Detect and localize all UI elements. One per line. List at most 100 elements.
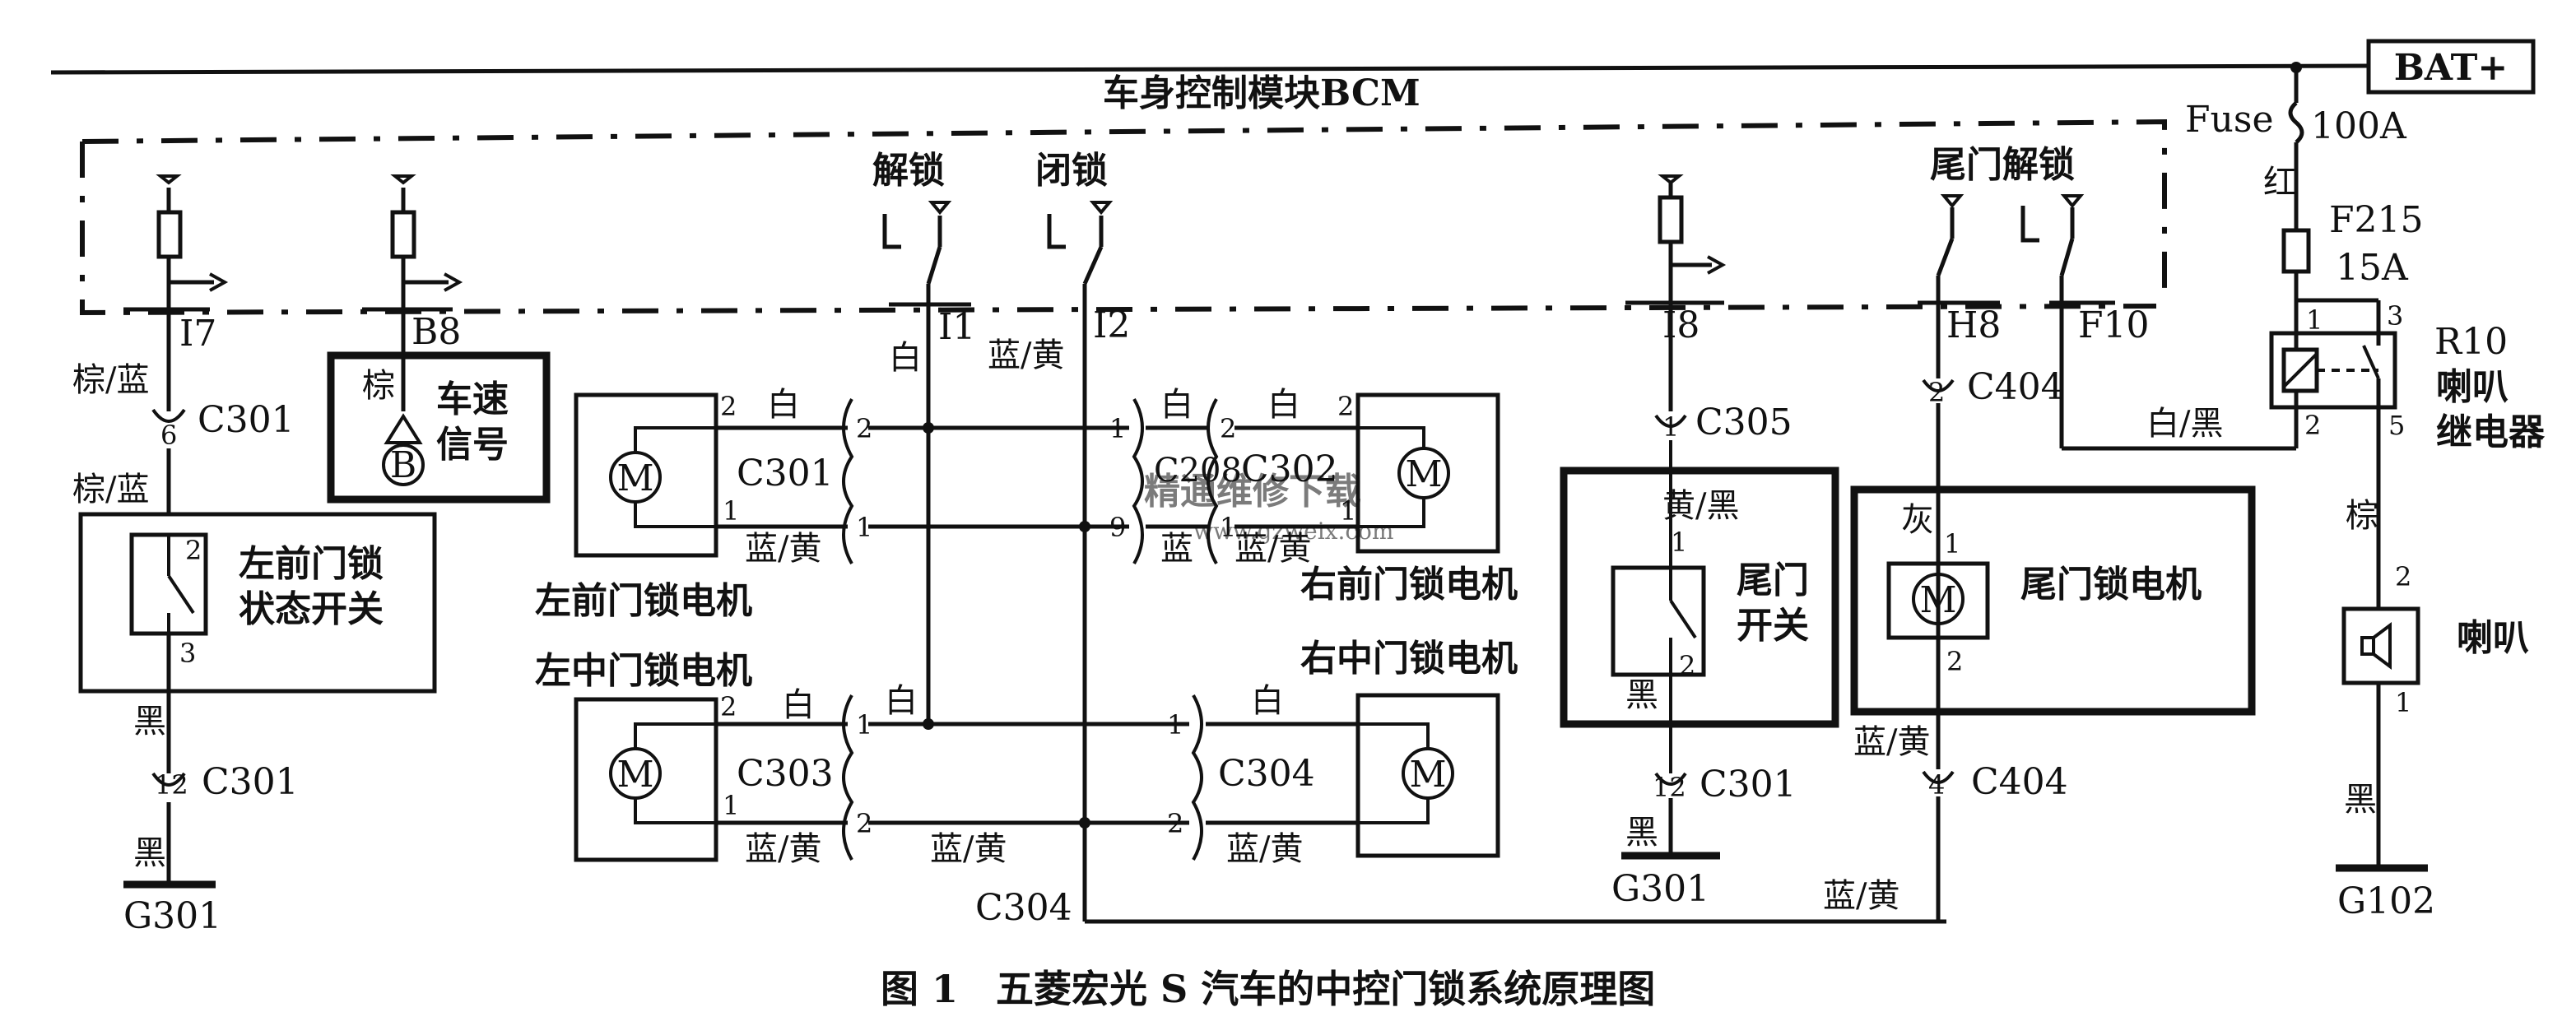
horn-pin-1: 1 xyxy=(2395,687,2411,718)
pin-i8: I8 xyxy=(1662,304,1700,346)
lf-motor-pin-1: 1 xyxy=(723,495,739,527)
watermark-url: www.gzweix.com xyxy=(1193,518,1393,545)
switch-pin-2: 2 xyxy=(185,535,202,566)
horn-relay-label-1: 喇叭 xyxy=(2436,366,2509,408)
lf-motor-pin-2: 2 xyxy=(720,391,737,422)
wire-color-blue-yellow-lf: 蓝/黄 xyxy=(745,530,821,568)
wire-color-black-2: 黑 xyxy=(133,834,166,872)
c208-pin-9: 9 xyxy=(1109,512,1126,543)
wire-color-white-black: 白/黑 xyxy=(2146,405,2223,443)
connector-c304: C304 xyxy=(1218,753,1315,795)
wire-color-brown-blue-2: 棕/蓝 xyxy=(72,471,149,508)
unlock-ground-hook xyxy=(882,214,901,249)
ground-g301-left: G301 xyxy=(123,895,221,937)
lm-motor-pin-2: 2 xyxy=(720,691,737,722)
speed-signal-box xyxy=(327,351,551,504)
pin-6: 6 xyxy=(160,420,177,451)
c301-tailgate-connector-symbol xyxy=(1654,772,1687,786)
i7-resistor xyxy=(156,210,183,259)
wire-color-brown: 棕 xyxy=(362,367,395,405)
tailgate-motor-label: 尾门锁电机 xyxy=(2020,564,2202,606)
speed-signal-b-symbol: B xyxy=(390,444,416,486)
wire-color-blue-yellow-tm: 蓝/黄 xyxy=(1853,723,1930,761)
left-front-switch-label-1: 左前门锁 xyxy=(239,543,384,585)
wire-color-white-rf: 白 xyxy=(1267,386,1300,424)
horn-relay-coil-slash xyxy=(2282,352,2318,388)
horn-pin-2: 2 xyxy=(2395,561,2411,592)
b8-resistor xyxy=(390,210,416,259)
fuse-sub-label: F215 xyxy=(2329,199,2424,241)
pin-h8: H8 xyxy=(1946,304,2001,346)
c208-connector-left xyxy=(1132,398,1144,564)
left-middle-motor-leads xyxy=(634,722,716,824)
h8-switch-blade xyxy=(1936,238,1955,276)
junction-i2-lm xyxy=(1079,817,1090,829)
horn-relay-contact xyxy=(2362,345,2380,379)
bcm-boundary xyxy=(80,118,2167,316)
wire-color-blue-yellow-rf: 蓝/黄 xyxy=(1235,530,1311,568)
wire-color-white-lf: 白 xyxy=(767,386,800,424)
wire-color-blue-yellow-rm: 蓝/黄 xyxy=(1226,830,1303,868)
wire-color-gray: 灰 xyxy=(1901,501,1934,539)
horn-label: 喇叭 xyxy=(2457,617,2529,659)
left-front-switch-box xyxy=(78,512,437,694)
lock-supply-arrow xyxy=(1089,201,1114,216)
c301-connector-symbol-b xyxy=(151,772,186,787)
tailgate-switch-box xyxy=(1560,467,1839,728)
right-front-motor-symbol: M xyxy=(1405,453,1442,495)
c301-lf-connector-symbol xyxy=(842,398,854,564)
connector-c301-c: C301 xyxy=(1700,764,1797,805)
rf-motor-pin-2: 2 xyxy=(1337,391,1354,422)
wire-color-black-5: 黑 xyxy=(2344,781,2377,819)
lock-switch-blade xyxy=(1082,245,1104,286)
c404-connector-symbol-b xyxy=(1922,770,1955,784)
relay-pin-2: 2 xyxy=(2304,410,2321,441)
c404-connector-symbol-a xyxy=(1922,378,1955,392)
left-middle-motor-box xyxy=(574,697,718,862)
left-front-motor-label: 左前门锁电机 xyxy=(535,580,752,622)
lock-ground-hook xyxy=(1047,214,1066,249)
bcm-tailgate-unlock-label: 尾门解锁 xyxy=(1930,144,2075,186)
h8-supply-arrow xyxy=(1940,194,1965,209)
f10-ground-hook xyxy=(2020,206,2039,243)
fuse-f215-icon xyxy=(2281,228,2311,274)
left-front-motor-leads xyxy=(634,426,716,528)
c303-connector-symbol xyxy=(842,694,854,861)
wire-color-blue-c208: 蓝 xyxy=(1160,530,1193,568)
pin-f10: F10 xyxy=(2078,304,2150,346)
connector-c404-b: C404 xyxy=(1971,761,2068,803)
b8-sense-arrow xyxy=(444,272,463,292)
fuse-main-rating: 100A xyxy=(2311,105,2407,147)
horn-relay-box xyxy=(2269,331,2397,410)
c302-pin-1: 1 xyxy=(1220,512,1236,543)
left-front-switch-label-2: 状态开关 xyxy=(239,588,384,630)
c301-lf-pin-1: 1 xyxy=(856,512,872,543)
connector-c304-bottom: C304 xyxy=(975,887,1072,929)
c404-pin-2: 2 xyxy=(1928,377,1945,408)
connector-c303: C303 xyxy=(737,753,834,795)
c303-pin-2: 2 xyxy=(856,808,872,839)
relay-pin-3: 3 xyxy=(2387,300,2403,332)
c301-connector-symbol xyxy=(151,408,186,423)
c301-lf-pin-2: 2 xyxy=(856,413,872,444)
right-front-motor-label: 右前门锁电机 xyxy=(1300,564,1518,606)
c305-pin-1: 1 xyxy=(1662,411,1679,443)
i8-supply-arrow xyxy=(1658,174,1684,185)
right-middle-motor-box xyxy=(1355,693,1500,858)
connector-c404-a: C404 xyxy=(1967,366,2064,408)
junction-i1-lm xyxy=(923,718,934,730)
c208-pin-1: 1 xyxy=(1109,413,1126,444)
bcm-lock-label: 闭锁 xyxy=(1035,150,1108,192)
wire-color-brown-horn: 棕 xyxy=(2346,497,2378,535)
ground-g301-mid: G301 xyxy=(1611,868,1709,910)
left-front-motor-symbol: M xyxy=(616,457,653,499)
c302-connector-left xyxy=(1207,398,1219,564)
fuse-sub-rating: 15A xyxy=(2336,247,2409,289)
tailgate-motor-inner xyxy=(1886,561,1990,640)
tailgate-switch-blade xyxy=(1669,599,1697,639)
junction-i2-lf xyxy=(1079,521,1090,532)
right-front-motor-leads xyxy=(1358,426,1425,528)
relay-pin-5: 5 xyxy=(2388,410,2405,441)
speed-signal-triangle xyxy=(384,413,423,444)
